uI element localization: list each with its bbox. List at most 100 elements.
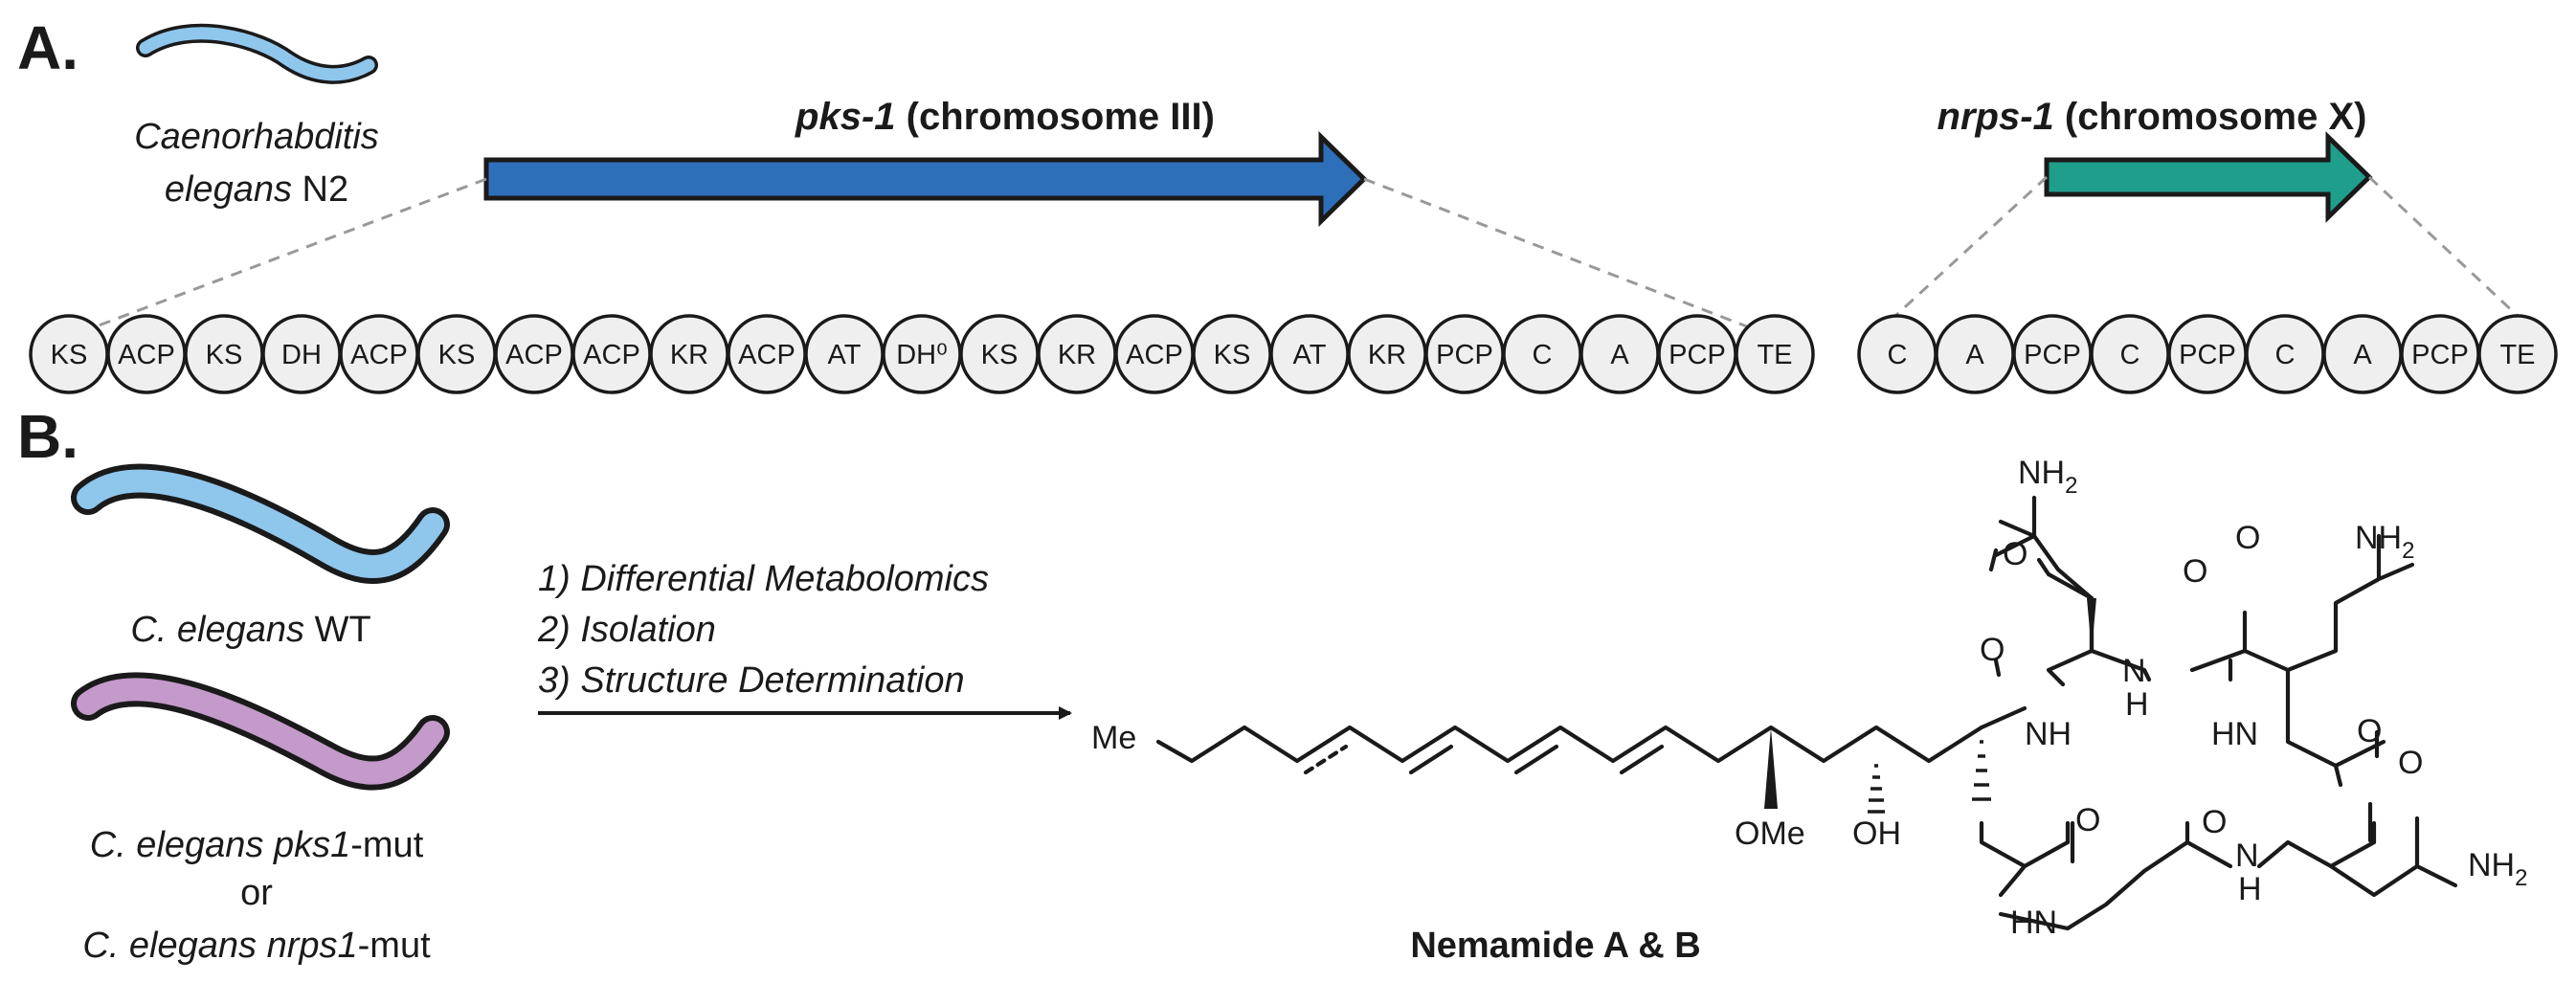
hydroxyl-label: OH (1852, 815, 1901, 852)
oh-hashed-bond (1868, 764, 1885, 814)
carbonyl-o-6: O (2398, 745, 2423, 781)
compound-name: Nemamide A & B (1410, 926, 1700, 966)
pks1-domain-label: ACP (118, 340, 175, 370)
nrps1-domain-circle (2477, 314, 2558, 394)
double-bond-2 (1408, 744, 1454, 775)
organism-strain: N2 (292, 169, 348, 210)
amide-n-bottom: N (2235, 838, 2259, 874)
amide-h-bottom: H (2238, 871, 2262, 907)
mutant-caption-line1: C. elegans pks1-mut (90, 825, 424, 865)
gene-pks1-label: pks-1 (chromosome III) (795, 96, 1215, 138)
amide-nh2-2: NH2 (2355, 520, 2414, 564)
nrps1-domain-label: C (2120, 340, 2140, 370)
workflow-step-2: 2) Isolation (537, 610, 716, 650)
methoxy-label: OMe (1735, 815, 1805, 852)
ome-wedge-bond (1764, 727, 1778, 809)
amide-nh2-1: NH2 (2018, 455, 2077, 499)
nrps1-domain-label: TE (2499, 340, 2535, 370)
pks1-domain-label: KR (1368, 340, 1406, 370)
carbonyl-o-2: O (1980, 632, 2005, 668)
pks1-domain-label: A (1610, 340, 1629, 370)
asn1-wedge-bond (2087, 598, 2096, 651)
chemistry-labels: Me OMe OH NH HN N H HN N H O O O O O O O… (1091, 455, 2527, 941)
double-bond-3 (1513, 744, 1559, 775)
organism-species: elegans (165, 169, 292, 210)
nemamide-structure (1155, 495, 2458, 931)
workflow-step-3: 3) Structure Determination (538, 660, 965, 701)
panel-a-label: A. (17, 13, 78, 82)
nrps1-domain-label: C (2275, 340, 2296, 370)
pks1-domain-label: KR (670, 340, 708, 370)
panel-b-label: B. (17, 402, 78, 471)
ring-junction-hashed-bond (1972, 740, 1991, 801)
mutant-caption-nrps1-suffix: -mut (358, 926, 431, 966)
workflow-step-1: 1) Differential Metabolomics (538, 559, 989, 599)
gene-nrps1-location: (chromosome X) (2054, 96, 2367, 138)
gene-nrps1-arrow (2044, 131, 2373, 223)
pks1-domain-label: PCP (1669, 340, 1726, 370)
pks1-domain-label: KS (981, 340, 1019, 370)
amide-h-top: H (2125, 686, 2149, 723)
side-chain-asn1 (1993, 495, 2094, 654)
amide-hn-bottom: HN (2010, 905, 2057, 941)
pks1-domain-label: AT (1293, 340, 1327, 370)
worm-wt-icon (71, 463, 450, 584)
pks1-domain-label: PCP (1436, 340, 1493, 370)
organism-name-line1: Caenorhabditis (134, 117, 379, 157)
pks1-domain-label: ACP (583, 340, 640, 370)
mutant-caption-line3: C. elegans nrps1-mut (82, 926, 431, 966)
double-bond-1-partial (1303, 744, 1349, 775)
carbonyl-o-4: O (2235, 520, 2260, 556)
pks1-domain-label: TE (1757, 340, 1792, 370)
pks1-domain-label: ACP (505, 340, 563, 370)
nrps1-domain-label: PCP (2024, 340, 2081, 370)
wt-caption-strain: WT (304, 610, 371, 650)
pks1-domain-label: KS (51, 340, 88, 370)
pks1-domain-label: KS (1214, 340, 1251, 370)
nrps1-domain-label: C (1888, 340, 1908, 370)
methyl-label: Me (1091, 720, 1136, 756)
pks1-domain-row: KS ACP KS DH ACP KS ACP ACP KR ACP AT DH⁰ KS KR ACP KS A… (29, 314, 1815, 394)
nrps1-domain-label: A (1965, 340, 1984, 370)
gene-pks1-name: pks-1 (795, 96, 896, 138)
mutant-caption-pks1: C. elegans pks1 (90, 825, 351, 865)
worm-n2-icon (136, 23, 378, 84)
mutant-caption-pks1-suffix: -mut (350, 825, 423, 865)
zoom-dashed-lines (85, 175, 2520, 332)
pks1-domain-label: DH⁰ (896, 340, 948, 370)
pks1-domain-label: C (1533, 340, 1553, 370)
nrps1-domain-label: PCP (2179, 340, 2236, 370)
pks1-domain-label: ACP (1126, 340, 1183, 370)
organism-name-line2: elegans N2 (165, 169, 348, 210)
gene-nrps1-name: nrps-1 (1938, 96, 2054, 138)
mutant-caption-or: or (240, 873, 273, 913)
wt-caption-species: C. elegans (130, 610, 304, 650)
pks1-domain-label: AT (828, 340, 862, 370)
carbonyl-o-7: O (2075, 802, 2100, 838)
gene-nrps1-label: nrps-1 (chromosome X) (1938, 96, 2367, 138)
carbonyl-o-3: O (2183, 553, 2207, 590)
pks1-domain-label: KS (206, 340, 243, 370)
pks1-domain-label: ACP (738, 340, 795, 370)
amide-hn-right: HN (2211, 716, 2258, 752)
carbonyl-double-bonds (1988, 547, 2380, 864)
gene-pks1-arrow (483, 131, 1368, 227)
pks1-domain-label: KS (438, 340, 476, 370)
wt-caption: C. elegans WT (130, 610, 370, 650)
amide-nh-1: NH (2025, 716, 2072, 752)
amide-nh2-3: NH2 (2468, 847, 2527, 891)
carbonyl-o-8: O (2202, 804, 2227, 840)
carbonyl-o-5: O (2357, 713, 2382, 749)
pks1-domain-label: ACP (350, 340, 408, 370)
worm-mutant-icon (71, 672, 450, 791)
double-bond-4 (1619, 744, 1665, 775)
pks1-domain-label: KR (1058, 340, 1096, 370)
nrps1-domain-label: A (2353, 340, 2372, 370)
polyene-chain (1155, 725, 1984, 764)
pks1-domain-label: DH (281, 340, 322, 370)
mutant-caption-nrps1: C. elegans nrps1 (82, 926, 357, 966)
carbonyl-o-1: O (2003, 536, 2027, 572)
pks1-domain-circle (1735, 314, 1815, 394)
